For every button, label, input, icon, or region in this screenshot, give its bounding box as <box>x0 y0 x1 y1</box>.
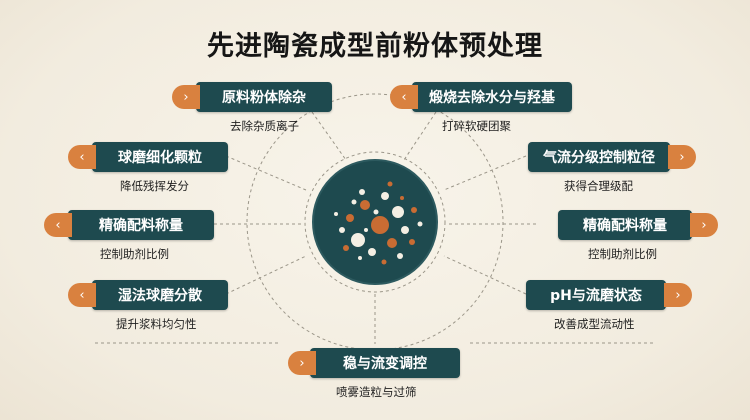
node-label-panel: 湿法球磨分散 <box>92 280 228 310</box>
node-subtitle: 打碎软硬团聚 <box>442 119 511 133</box>
node-label-panel: 精确配料称量 <box>68 210 214 240</box>
node-ball-milling: 球磨细化颗粒 ‹ 降低残挥发分 <box>68 142 228 198</box>
chevron-left-icon: ‹ <box>44 213 72 237</box>
node-label-panel: 气流分级控制粒径 <box>528 142 670 172</box>
connector-n4 <box>443 155 527 191</box>
connector-n7 <box>225 255 307 295</box>
node-label: 湿法球磨分散 <box>118 288 202 304</box>
node-label: 气流分级控制粒径 <box>543 150 655 166</box>
chevron-right-icon: › <box>664 283 692 307</box>
node-calcination: 煅烧去除水分与羟基 ‹ 打碎软硬团聚 <box>390 82 574 138</box>
node-subtitle: 控制助剂比例 <box>588 247 657 261</box>
node-label-panel: pH与流磨状态 <box>526 280 666 310</box>
chevron-right-icon: › <box>668 145 696 169</box>
node-label: 稳与流变调控 <box>343 356 427 372</box>
node-wet-ball-milling: 湿法球磨分散 ‹ 提升浆料均匀性 <box>68 280 228 336</box>
node-subtitle: 降低残挥发分 <box>120 179 189 193</box>
node-label: pH与流磨状态 <box>550 288 642 304</box>
chevron-left-icon: ‹ <box>390 85 418 109</box>
node-label-panel: 原料粉体除杂 <box>196 82 332 112</box>
connector-n2 <box>403 111 437 161</box>
node-label: 精确配料称量 <box>583 218 667 234</box>
node-subtitle: 喷雾造粒与过筛 <box>336 385 417 399</box>
node-label: 原料粉体除杂 <box>222 90 306 106</box>
node-ph-flow-state: pH与流磨状态 › 改善成型流动性 <box>526 280 692 336</box>
node-label-panel: 稳与流变调控 <box>310 348 460 378</box>
connector-n8 <box>443 255 527 295</box>
node-label-panel: 煅烧去除水分与羟基 <box>412 82 572 112</box>
node-subtitle: 去除杂质离子 <box>230 119 299 133</box>
node-label: 球磨细化颗粒 <box>118 150 202 166</box>
node-label-panel: 精确配料称量 <box>558 210 692 240</box>
node-batching-right: 精确配料称量 › 控制助剂比例 <box>536 210 718 266</box>
chevron-right-icon: › <box>172 85 200 109</box>
node-subtitle: 改善成型流动性 <box>554 317 635 331</box>
node-label: 煅烧去除水分与羟基 <box>429 90 555 106</box>
connector-n1 <box>311 111 347 161</box>
node-label: 精确配料称量 <box>99 218 183 234</box>
node-subtitle: 获得合理级配 <box>564 179 633 193</box>
node-air-classification: 气流分级控制粒径 › 获得合理级配 <box>528 142 696 198</box>
node-label-panel: 球磨细化颗粒 <box>92 142 228 172</box>
node-batching-left: 精确配料称量 ‹ 控制助剂比例 <box>44 210 214 266</box>
chevron-left-icon: ‹ <box>68 283 96 307</box>
chevron-right-icon: › <box>690 213 718 237</box>
node-subtitle: 提升浆料均匀性 <box>116 317 197 331</box>
node-subtitle: 控制助剂比例 <box>100 247 169 261</box>
inner-dashed-ring <box>304 151 446 293</box>
connector-n3 <box>225 155 307 191</box>
page-title: 先进陶瓷成型前粉体预处理 <box>207 31 543 62</box>
node-rheology-control: 稳与流变调控 › 喷雾造粒与过筛 <box>288 348 460 404</box>
particle-cluster-icon <box>312 159 438 285</box>
chevron-left-icon: ‹ <box>68 145 96 169</box>
node-raw-powder-purification: 原料粉体除杂 › 去除杂质离子 <box>172 82 332 138</box>
chevron-right-icon: › <box>288 351 316 375</box>
